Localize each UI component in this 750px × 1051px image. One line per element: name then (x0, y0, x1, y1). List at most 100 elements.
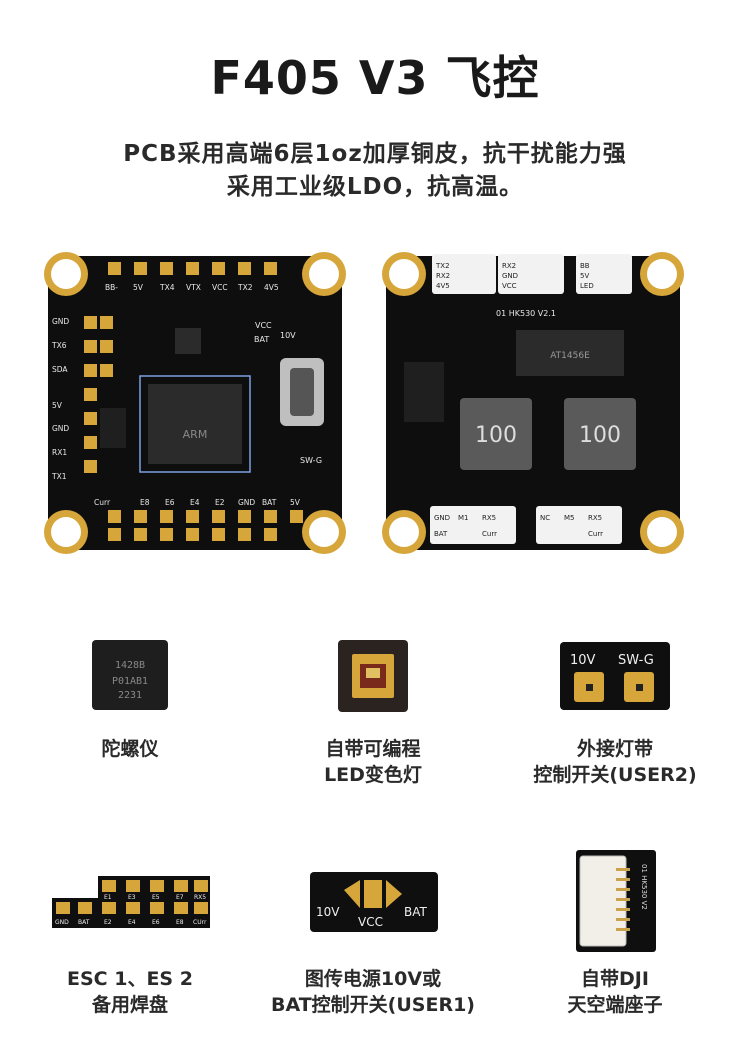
conn-label: GND (502, 272, 518, 280)
bottom-pad-rows (108, 510, 303, 541)
bottom-silk-e2: E2 (215, 498, 225, 507)
bottom-silk-5v: 5V (290, 498, 301, 507)
caption-led-strip-switch: 外接灯带 控制开关(USER2) (505, 736, 725, 788)
top-silk-5v: 5V (133, 283, 144, 292)
esc-label-rx5: RX5 (194, 894, 206, 901)
vtx-label-10v: 10V (316, 905, 340, 919)
bottom-silk-bat: BAT (262, 498, 277, 507)
led-strip-switch-detail: 10V SW-G (560, 642, 670, 710)
connector-bottom-1 (430, 506, 516, 544)
mount-hole-bl (382, 510, 426, 554)
left-silk-tx6: TX6 (51, 341, 67, 350)
bottom-silk-e4: E4 (190, 498, 200, 507)
led-detail (338, 640, 408, 712)
vtx-label-bat: BAT (404, 905, 428, 919)
driver-chip (516, 330, 624, 376)
conn-label: RX5 (482, 514, 496, 522)
esc-label-e8: E8 (176, 919, 184, 926)
mount-hole-br (302, 510, 346, 554)
conn-label: VCC (502, 282, 517, 290)
caption-gyro-line: 陀螺仪 (101, 738, 159, 760)
conn-label: NC (540, 514, 550, 522)
flight-controller-bottom-image: TX2 RX2 4V5 RX2 GND VCC BB 5V LED 01 HK5… (382, 252, 684, 554)
connector-top-2 (498, 254, 564, 294)
conn-label: LED (580, 282, 594, 290)
bottom-silk-e8: E8 (140, 498, 150, 507)
mount-hole-bl (44, 510, 88, 554)
esc-label-curr: CUrr (193, 919, 207, 926)
left-silk-rx1: RX1 (52, 448, 67, 457)
top-silk-bb: BB- (105, 283, 118, 292)
esc-label-e7: E7 (176, 894, 184, 901)
conn-label: Curr (588, 530, 603, 538)
top-silk-vcc: VCC (212, 283, 228, 292)
vtx-power-switch-detail: 10V VCC BAT (310, 872, 438, 932)
gyro-chip-detail: 1428B P01AB1 2231 (92, 640, 168, 710)
caption-esc-line-2: 备用焊盘 (91, 994, 168, 1016)
page-subtitle: PCB采用高端6层1oz加厚铜皮，抗干扰能力强 采用工业级LDO，抗高温。 (0, 138, 750, 204)
gyro-marking-3: 2231 (118, 690, 142, 701)
dji-connector-detail: 01 HK530 V2 (576, 850, 656, 952)
left-silk-sda: SDA (52, 365, 68, 374)
mount-hole-tr (640, 252, 684, 296)
esc-label-e6: E6 (152, 919, 160, 926)
driver-chip-marking: AT1456E (550, 351, 590, 361)
left-pad-column (84, 316, 113, 473)
vtx-label-vcc: VCC (358, 915, 383, 929)
dji-silk: 01 HK530 V2 (640, 864, 648, 910)
caption-vtx-power-switch: 图传电源10V或 BAT控制开关(USER1) (263, 966, 483, 1018)
mcu-marking: ARM (183, 428, 208, 441)
connector-top-3 (576, 254, 632, 294)
conn-label: GND (434, 514, 450, 522)
bottom-silk-curr: Curr (94, 498, 111, 507)
conn-label: M1 (458, 514, 469, 522)
top-silk-tx2: TX2 (237, 283, 253, 292)
top-pad-row (108, 262, 277, 275)
left-silk-gnd: GND (52, 317, 69, 326)
bottom-silk-gnd: GND (238, 498, 255, 507)
gyro-marking-1: 1428B (115, 660, 145, 671)
page-title: F405 V3 飞控 (210, 51, 540, 105)
caption-esc-line-1: ESC 1、ES 2 (67, 968, 193, 990)
esc-label-e5: E5 (152, 894, 160, 901)
top-silk-tx4: TX4 (159, 283, 175, 292)
caption-led-strip-line-1: 外接灯带 (576, 738, 653, 760)
inductor-2-label: 100 (579, 423, 621, 448)
esc-label-e4: E4 (128, 919, 136, 926)
label-bat: BAT (254, 335, 269, 344)
esc-label-gnd: GND (55, 919, 69, 926)
label-vcc: VCC (255, 321, 272, 330)
flight-controller-top-image: ARM 10V VCC BAT SW-G BB- 5V TX4 VTX VCC … (44, 252, 346, 554)
caption-led-line-1: 自带可编程 (325, 738, 421, 760)
top-silk-vtx: VTX (186, 283, 201, 292)
left-silk-tx1: TX1 (51, 472, 67, 481)
left-silk-gnd2: GND (52, 424, 69, 433)
switch-label-swg: SW-G (618, 653, 654, 668)
subtitle-line-1: PCB采用高端6层1oz加厚铜皮，抗干扰能力强 (123, 141, 627, 167)
conn-label: BAT (434, 530, 448, 538)
caption-gyro: 陀螺仪 (20, 736, 240, 762)
top-silk-4v5: 4V5 (264, 283, 279, 292)
gyro-marking-2: P01AB1 (112, 676, 148, 687)
conn-label: BB (580, 262, 590, 270)
switch-label-10v: 10V (570, 653, 596, 668)
caption-vtx-line-2: BAT控制开关(USER1) (271, 994, 475, 1016)
caption-dji-connector: 自带DJI 天空端座子 (505, 966, 725, 1018)
inductor-2 (564, 398, 636, 470)
conn-label: RX2 (436, 272, 450, 280)
caption-dji-line-2: 天空端座子 (567, 994, 663, 1016)
conn-label: 4V5 (436, 282, 450, 290)
bottom-silk-e6: E6 (165, 498, 175, 507)
conn-label: Curr (482, 530, 497, 538)
label-swg: SW-G (300, 456, 322, 465)
mount-hole-tr (302, 252, 346, 296)
inductor-1-label: 100 (475, 423, 517, 448)
mount-hole-br (640, 510, 684, 554)
esc-pads-detail: E1 E3 E5 E7 RX5 GND BAT E2 E4 E6 E8 CUrr (52, 876, 210, 928)
side-chip (404, 362, 444, 422)
mount-hole-tl (44, 252, 88, 296)
conn-label: RX5 (588, 514, 602, 522)
caption-led-line-2: LED变色灯 (324, 764, 422, 786)
conn-label: RX2 (502, 262, 516, 270)
conn-label: TX2 (435, 262, 450, 270)
